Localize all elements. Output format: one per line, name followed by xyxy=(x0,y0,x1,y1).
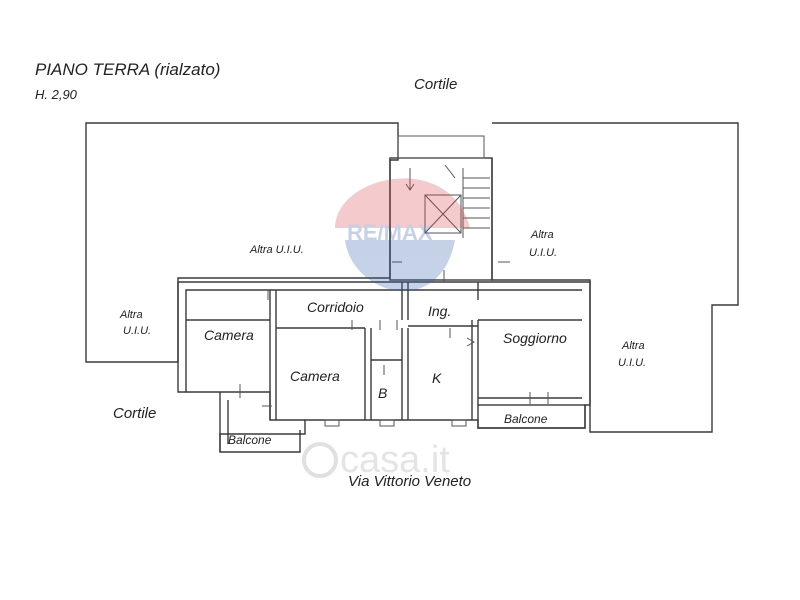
label-balcone-left: Balcone xyxy=(228,433,272,447)
label-street: Via Vittorio Veneto xyxy=(348,473,471,490)
label-cortile-top: Cortile xyxy=(414,76,457,93)
label-ingresso: Ing. xyxy=(428,303,451,319)
casa-logo-text: casa.it xyxy=(340,439,450,481)
plan-title: PIANO TERRA (rialzato) xyxy=(35,60,220,79)
plan-height-note: H. 2,90 xyxy=(35,87,78,102)
casa-watermark: casa.it xyxy=(302,439,450,481)
label-bagno: B xyxy=(378,385,387,401)
label-camera-1: Camera xyxy=(204,327,254,343)
label-altra-uiu-right-1: Altra xyxy=(621,340,645,352)
remax-logo-text: RE/MAX xyxy=(347,220,433,245)
label-balcone-right: Balcone xyxy=(504,412,548,426)
balcony-right xyxy=(477,404,586,429)
label-altra-uiu-right-2: U.I.U. xyxy=(618,357,646,369)
stair-core xyxy=(389,135,493,281)
label-corridoio: Corridoio xyxy=(307,299,364,315)
neighbour-unit-right xyxy=(491,122,739,433)
label-altra-uiu-left-2: U.I.U. xyxy=(123,325,151,337)
openings xyxy=(239,261,549,427)
label-cortile-left: Cortile xyxy=(113,405,156,422)
label-camera-2: Camera xyxy=(290,368,340,384)
label-altra-uiu-left-1: Altra xyxy=(119,309,143,321)
remax-watermark: RE/MAX xyxy=(335,178,470,292)
label-cucina: K xyxy=(432,370,442,386)
label-soggiorno: Soggiorno xyxy=(503,330,567,346)
label-altra-uiu-top-left: Altra U.I.U. xyxy=(249,244,304,256)
label-altra-uiu-top-right-2: U.I.U. xyxy=(529,247,557,259)
label-altra-uiu-top-right-1: Altra xyxy=(530,229,554,241)
